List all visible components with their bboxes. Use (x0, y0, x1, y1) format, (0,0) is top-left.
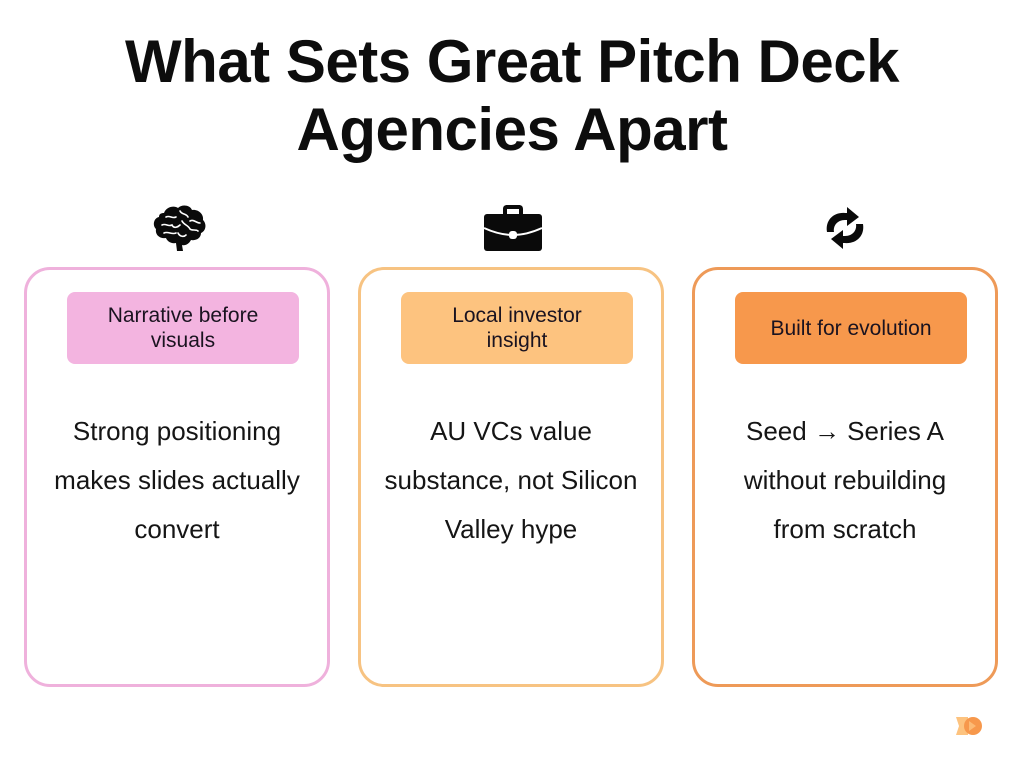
page-title: What Sets Great Pitch Deck Agencies Apar… (0, 28, 1024, 164)
description-line-1: Seed → Series A (746, 416, 944, 446)
card-description: Strong positioning makes slides actually… (27, 407, 327, 554)
card-description: AU VCs value substance, not Silicon Vall… (361, 407, 661, 554)
feature-card-evolution: Built for evolution Seed → Series A with… (692, 267, 998, 687)
badge-label-line-1: Local investor (452, 304, 582, 327)
badge-label-line-2: visuals (150, 329, 216, 352)
badge-label-line-1: Narrative before (107, 304, 259, 327)
title-line-2: Agencies Apart (296, 96, 728, 163)
feature-card-local-insight: Local investor insight AU VCs value subs… (358, 267, 664, 687)
description-line-3: Valley hype (444, 514, 578, 544)
badge-label-line-1: Built for evolution (770, 316, 932, 340)
card-description: Seed → Series A without rebuilding from … (695, 407, 995, 554)
description-line-2: without rebuilding (743, 465, 947, 495)
title-line-1: What Sets Great Pitch Deck (125, 28, 899, 95)
feature-card-narrative: Narrative before visuals Strong position… (24, 267, 330, 687)
briefcase-icon (483, 200, 543, 256)
card-badge: Narrative before visuals (67, 292, 299, 364)
badge-label-line-2: insight (486, 329, 548, 352)
brand-logo-icon (956, 715, 984, 737)
description-line-1: AU VCs value (430, 416, 592, 446)
description-line-3: from scratch (773, 514, 917, 544)
description-line-1: Strong positioning (72, 416, 282, 446)
refresh-cycle-icon (815, 200, 875, 256)
description-line-2: substance, not Silicon (384, 465, 638, 495)
brain-icon (150, 200, 210, 256)
card-badge: Local investor insight (401, 292, 633, 364)
description-line-2: makes slides actually (54, 465, 300, 495)
description-line-3: convert (134, 514, 220, 544)
card-badge: Built for evolution (735, 292, 967, 364)
